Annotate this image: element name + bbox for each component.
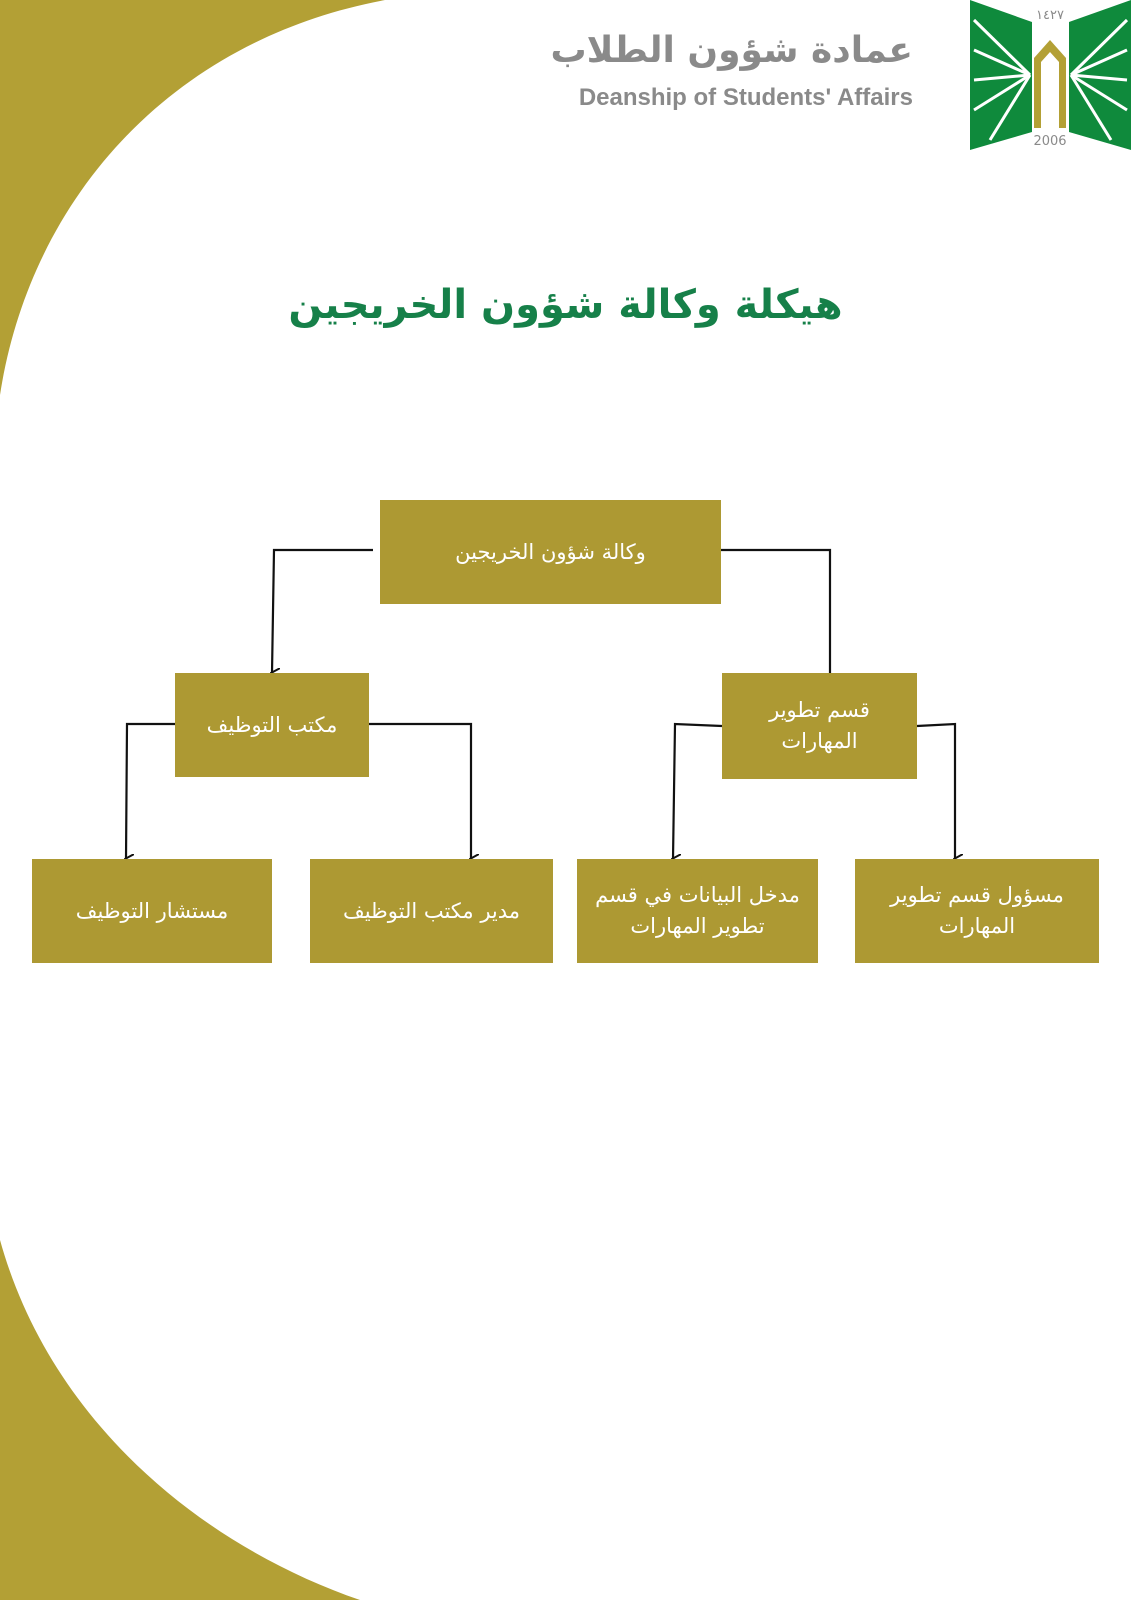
node-label: مسؤول قسم تطوير المهارات [890, 883, 1064, 938]
node-employment-office-manager: مدير مكتب التوظيف [310, 859, 553, 963]
node-label: مكتب التوظيف [206, 712, 338, 737]
node-label: قسم تطوير المهارات [769, 698, 870, 753]
page-title: هيكلة وكالة شؤون الخريجين [288, 282, 843, 328]
university-logo-icon: ١٤٢٧ 2006 [970, 0, 1131, 150]
logo-hijri-year: ١٤٢٧ [1036, 8, 1064, 23]
node-graduates-affairs-agency: وكالة شؤون الخريجين [380, 500, 721, 604]
node-skills-development-department: قسم تطوير المهارات [722, 673, 917, 779]
deanship-english-name: Deanship of Students' Affairs [578, 84, 913, 111]
node-label: مدخل البيانات في قسم تطوير المهارات [595, 883, 800, 938]
node-employment-office: مكتب التوظيف [175, 673, 369, 777]
deanship-arabic-name: عمادة شؤون الطلاب [550, 30, 913, 71]
node-employment-consultant: مستشار التوظيف [32, 859, 272, 963]
logo-gregorian-year: 2006 [1033, 134, 1066, 149]
node-label: مدير مكتب التوظيف [342, 898, 521, 923]
node-skills-department-head: مسؤول قسم تطوير المهارات [855, 859, 1099, 963]
node-skills-data-entry: مدخل البيانات في قسم تطوير المهارات [577, 859, 818, 963]
node-label: وكالة شؤون الخريجين [455, 539, 646, 564]
node-label: مستشار التوظيف [75, 898, 229, 923]
